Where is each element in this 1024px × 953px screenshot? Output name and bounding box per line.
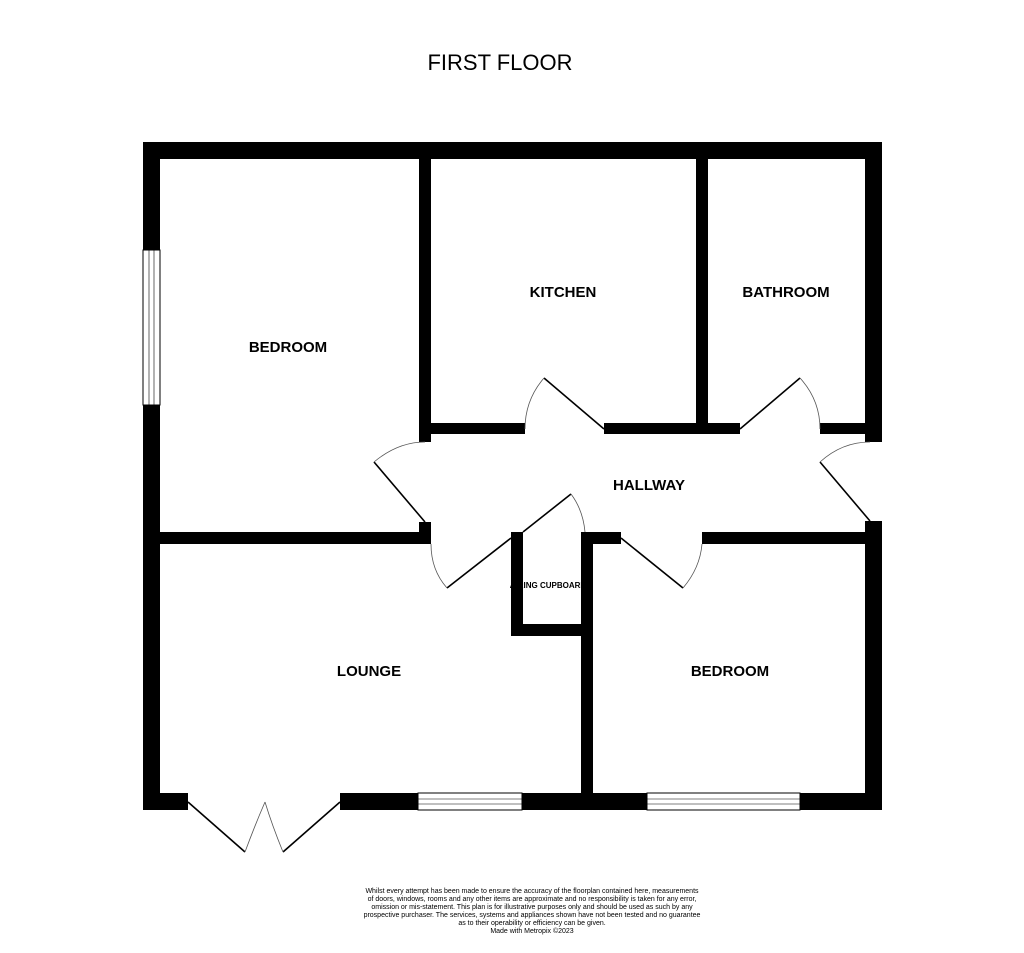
window-lounge-bottom xyxy=(417,792,523,811)
wall-kitchen-bathroom xyxy=(696,142,708,434)
walls xyxy=(143,142,882,810)
disclaimer-line: prospective purchaser. The services, sys… xyxy=(364,912,701,919)
outer-wall-left-upper xyxy=(143,142,160,250)
wall-kitchen-bottom-1 xyxy=(431,423,525,434)
room-label-hallway: HALLWAY xyxy=(613,477,685,494)
outer-wall-right-upper xyxy=(865,142,882,442)
disclaimer-line: omission or mis-statement. This plan is … xyxy=(371,904,693,911)
door-lounge xyxy=(430,537,512,589)
room-labels: BEDROOM KITCHEN BATHROOM HALLWAY AIRING … xyxy=(249,284,830,680)
outer-wall-bottom-4 xyxy=(800,793,882,810)
disclaimer-line: Made with Metropix ©2023 xyxy=(490,927,573,935)
wall-bedroom-lounge xyxy=(160,532,431,544)
door-kitchen xyxy=(524,377,605,430)
outer-wall-bottom-1 xyxy=(143,793,188,810)
door-lounge-french xyxy=(187,801,341,853)
room-label-kitchen: KITCHEN xyxy=(530,284,597,301)
room-label-airing-cupboard: AIRING CUPBOARD xyxy=(510,581,587,590)
disclaimer-line: as to their operability or efficiency ca… xyxy=(458,920,605,927)
room-label-lounge: LOUNGE xyxy=(337,663,401,680)
disclaimer: Whilst every attempt has been made to en… xyxy=(364,888,701,935)
window-bedroom2-bottom xyxy=(646,792,801,811)
wall-kitchen-bottom-2 xyxy=(604,423,740,434)
room-label-bathroom: BATHROOM xyxy=(742,284,829,301)
wall-bedroom-kitchen xyxy=(419,142,431,442)
wall-bedroom-lounge-stub xyxy=(419,522,431,544)
wall-bedroom2-top-2 xyxy=(702,532,882,544)
outer-wall-bottom-2 xyxy=(340,793,418,810)
room-label-bedroom-2: BEDROOM xyxy=(691,663,769,680)
wall-bathroom-bottom xyxy=(820,423,870,434)
wall-cupboard-left xyxy=(511,532,523,636)
outer-wall-right-lower xyxy=(865,521,882,810)
wall-cupboard-bottom xyxy=(511,624,593,636)
door-entrance xyxy=(819,441,871,522)
door-bedroom-2 xyxy=(620,537,703,589)
doors xyxy=(187,377,871,853)
window-bedroom-left xyxy=(142,249,161,406)
page-title: FIRST FLOOR xyxy=(427,50,572,75)
wall-bedroom2-top-1 xyxy=(581,532,621,544)
door-bathroom xyxy=(739,377,821,430)
outer-wall-left-lower xyxy=(143,405,160,810)
outer-wall-top xyxy=(143,142,882,159)
wall-cupboard-right xyxy=(581,532,593,810)
room-label-bedroom-1: BEDROOM xyxy=(249,339,327,356)
disclaimer-line: Whilst every attempt has been made to en… xyxy=(365,888,699,895)
door-airing-cupboard xyxy=(522,493,586,533)
windows xyxy=(142,249,801,811)
door-bedroom-1 xyxy=(373,441,426,523)
disclaimer-line: of doors, windows, rooms and any other i… xyxy=(368,896,697,903)
